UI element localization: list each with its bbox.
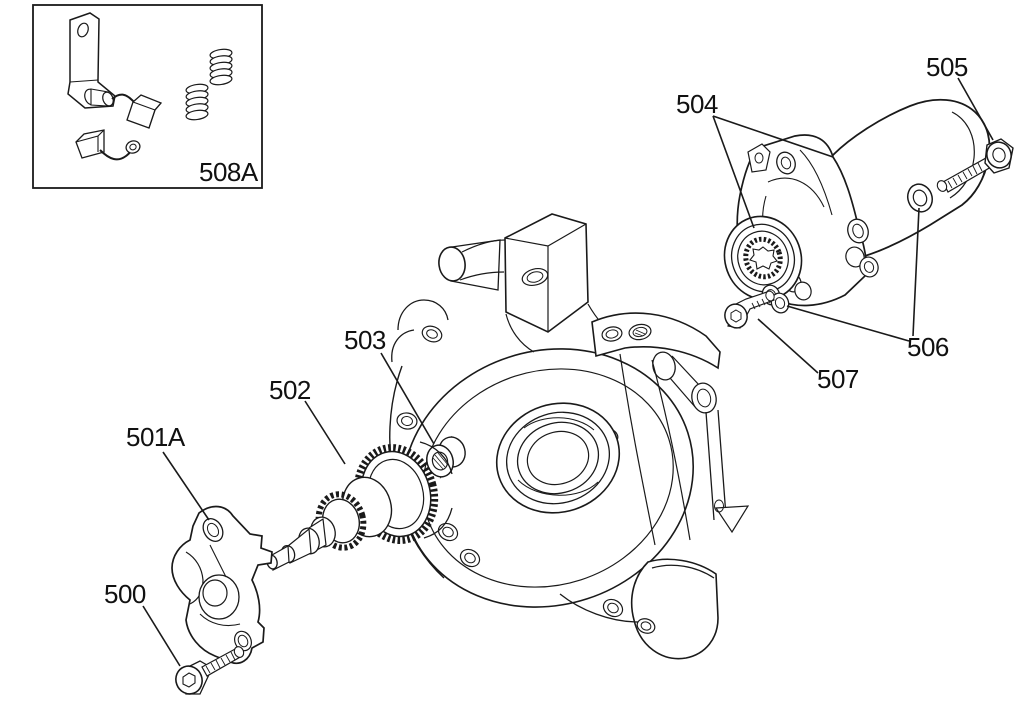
bolt-505-drawing	[936, 132, 1014, 193]
leader-507	[757, 318, 819, 374]
part-label-501a: 501A	[126, 422, 186, 452]
leader-501a	[162, 451, 210, 521]
part-label-506: 506	[907, 332, 949, 362]
part-label-507: 507	[817, 364, 859, 394]
leader-504-b	[712, 115, 755, 229]
cover-plate-501a-drawing	[171, 505, 273, 665]
part-label-508a: 508A	[199, 157, 259, 187]
washer-506-right-drawing	[906, 183, 934, 213]
leader-500	[142, 605, 181, 667]
starter-gear-502-drawing	[266, 441, 453, 571]
bolt-500-drawing	[175, 646, 245, 695]
leader-502	[304, 400, 346, 465]
leader-503	[380, 352, 435, 445]
leader-504-a	[712, 115, 834, 158]
brush-1-drawing	[111, 93, 163, 129]
starter-motor-drawing	[723, 98, 991, 307]
brush-2-drawing	[75, 129, 141, 161]
part-label-503: 503	[344, 325, 386, 355]
brush-springs-drawing	[185, 48, 233, 121]
leader-506-a	[912, 207, 920, 337]
part-label-505: 505	[926, 52, 968, 82]
brush-bracket-drawing	[67, 12, 116, 109]
bolt-507-drawing	[724, 290, 775, 329]
leader-505	[957, 77, 994, 141]
leader-506-b	[786, 305, 910, 342]
part-label-500: 500	[104, 579, 146, 609]
inset-box-508a	[32, 4, 263, 189]
callout-labels: 500 501A 502 503 504 505 506 507 508A	[104, 52, 968, 609]
part-label-502: 502	[269, 375, 311, 405]
leader-lines	[142, 77, 994, 667]
part-label-504: 504	[676, 89, 718, 119]
crankcase-drawing	[389, 213, 750, 660]
